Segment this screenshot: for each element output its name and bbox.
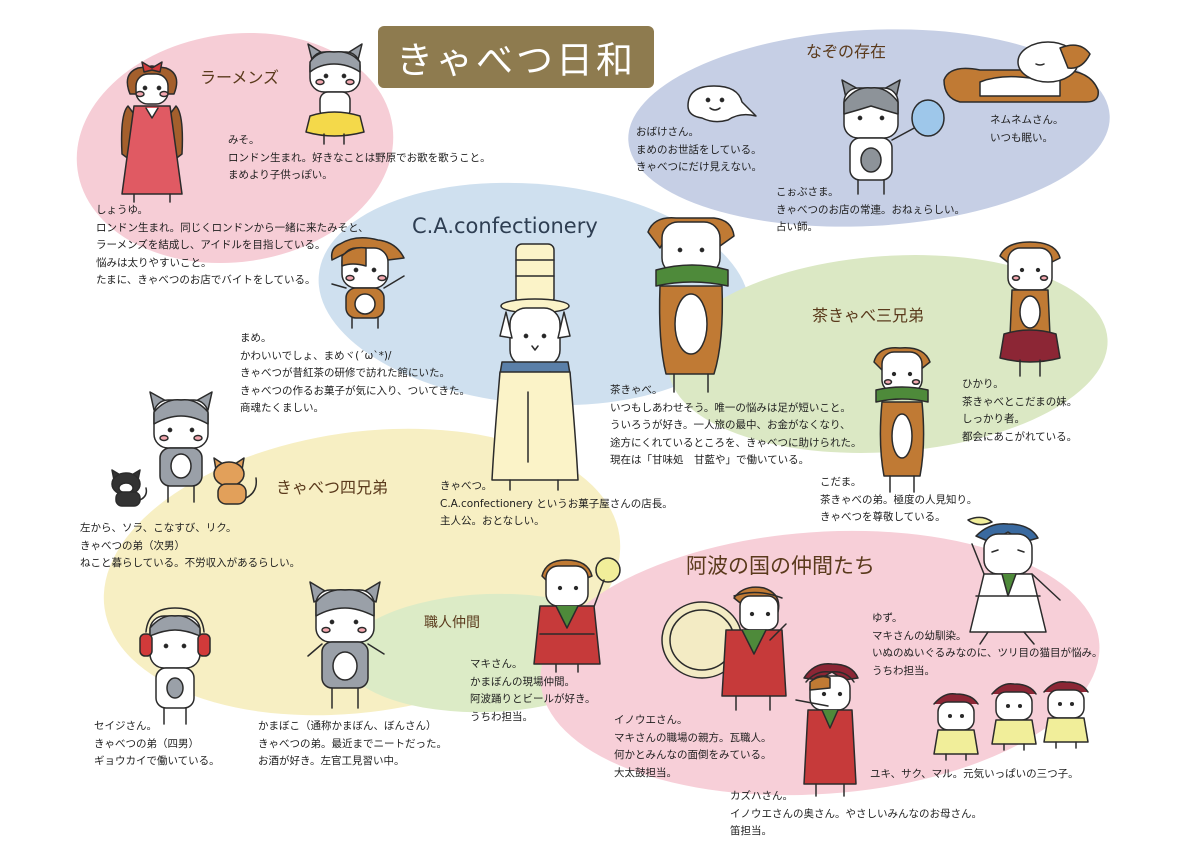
group-label-ramen: ラーメンズ [200,68,280,87]
desc-sora: 左から、ソラ、こなすび、リク。 きゃべつの弟（次男） ねこと暮らしている。不労収… [80,522,301,569]
page-title: きゃべつ日和 [396,39,636,82]
desc-shoyu: しょうゆ。 ロンドン生まれ。同じくロンドンから一緒に来たみそと、 ラーメンズを結… [96,204,369,286]
nemunemu-character [943,41,1099,103]
desc-yuki: ユキ、サク、マル。元気いっぱいの三つ子。 [870,768,1079,780]
desc-kamaboko: かまぼこ（通称かまぼん、ぼんさん） きゃべつの弟。最近までニートだった。 お酒が… [258,720,447,767]
desc-maki: マキさん。 かまぼんの現場仲間。 阿波踊りとビールが好き。 うちわ担当。 [470,658,596,723]
desc-kodama: こだま。 茶きゃべの弟。極度の人見知り。 きゃべつを尊敬している。 [820,476,978,523]
kamaboko-character [307,581,385,709]
desc-kyabetsu: きゃべつ。 C.A.confectionery というお菓子屋さんの店長。 主人… [440,480,673,527]
konasubi-cat [111,469,148,507]
miso-character [305,43,365,145]
inoue-character [661,586,787,711]
kyabetsu-character [491,243,579,491]
desc-obake: おばけさん。 まめのお世話をしている。 きゃべつにだけ見えない。 [636,126,762,173]
group-label-confectionery: C.A.confectionery [412,214,598,238]
yuzu-character [967,516,1061,645]
desc-seiji: セイジさん。 きゃべつの弟（四男） ギョウカイで働いている。 [94,720,220,767]
sora-character [149,391,213,503]
desc-nemunemu: ネムネムさん。 いつも眠い。 [990,114,1064,144]
desc-mame: まめ。 かわいいでしょ、まめヾ(ˊωˋ*)/ きゃべつが昔紅茶の研修で訪れた館に… [240,332,470,414]
shoyu-character [120,61,184,203]
group-label-shokunin: 職人仲間 [424,615,480,631]
desc-kazuha: カズハさん。 イノウエさんの奥さん。やさしいみんなのお母さん。 笛担当。 [730,790,982,837]
seiji-character [139,607,211,725]
kazuha-character [795,663,859,797]
desc-inoue: イノウエさん。 マキさんの職場の親方。瓦職人。 何かとみんなの面倒をみている。 … [614,714,772,779]
desc-yuzu: ゆず。 マキさんの幼馴染。 いぬのぬいぐるみなのに、ツリ目の猫目が悩み。 うちわ… [872,612,1103,677]
desc-kobusu: こぉぶさま。 きゃべつのお店の常連。おねぇらしい。 占い師。 [776,186,965,233]
kodama-character [873,347,931,493]
saku-character [991,682,1037,751]
obake-character [687,85,757,123]
mame-character [330,237,405,329]
hikari-character [999,241,1061,377]
maru-character [1043,680,1089,749]
group-label-awa: 阿波の国の仲間たち [686,554,875,578]
yuki-character [933,692,979,761]
maki-character [533,557,621,673]
title-banner: きゃべつ日和 [378,26,654,88]
desc-hikari: ひかり。 茶きゃべとこだまの妹。 しっかり者。 都会にあこがれている。 [962,378,1078,443]
group-label-shiteitei: きゃべつ四兄弟 [276,478,389,497]
chakyabe-character [647,217,735,393]
kobusu-character [841,79,945,195]
riku-cat [213,457,258,505]
group-label-chakyabe: 茶きゃべ三兄弟 [812,306,925,325]
desc-miso: みそ。 ロンドン生まれ。好きなことは野原でお歌を歌うこと。 まめより子供っぽい。 [228,134,491,181]
group-label-nazo: なぞの存在 [806,42,887,61]
desc-chakyabe: 茶きゃべ。 いつもしあわせそう。唯一の悩みは足が短いこと。 ういろうが好き。一人… [610,384,862,466]
